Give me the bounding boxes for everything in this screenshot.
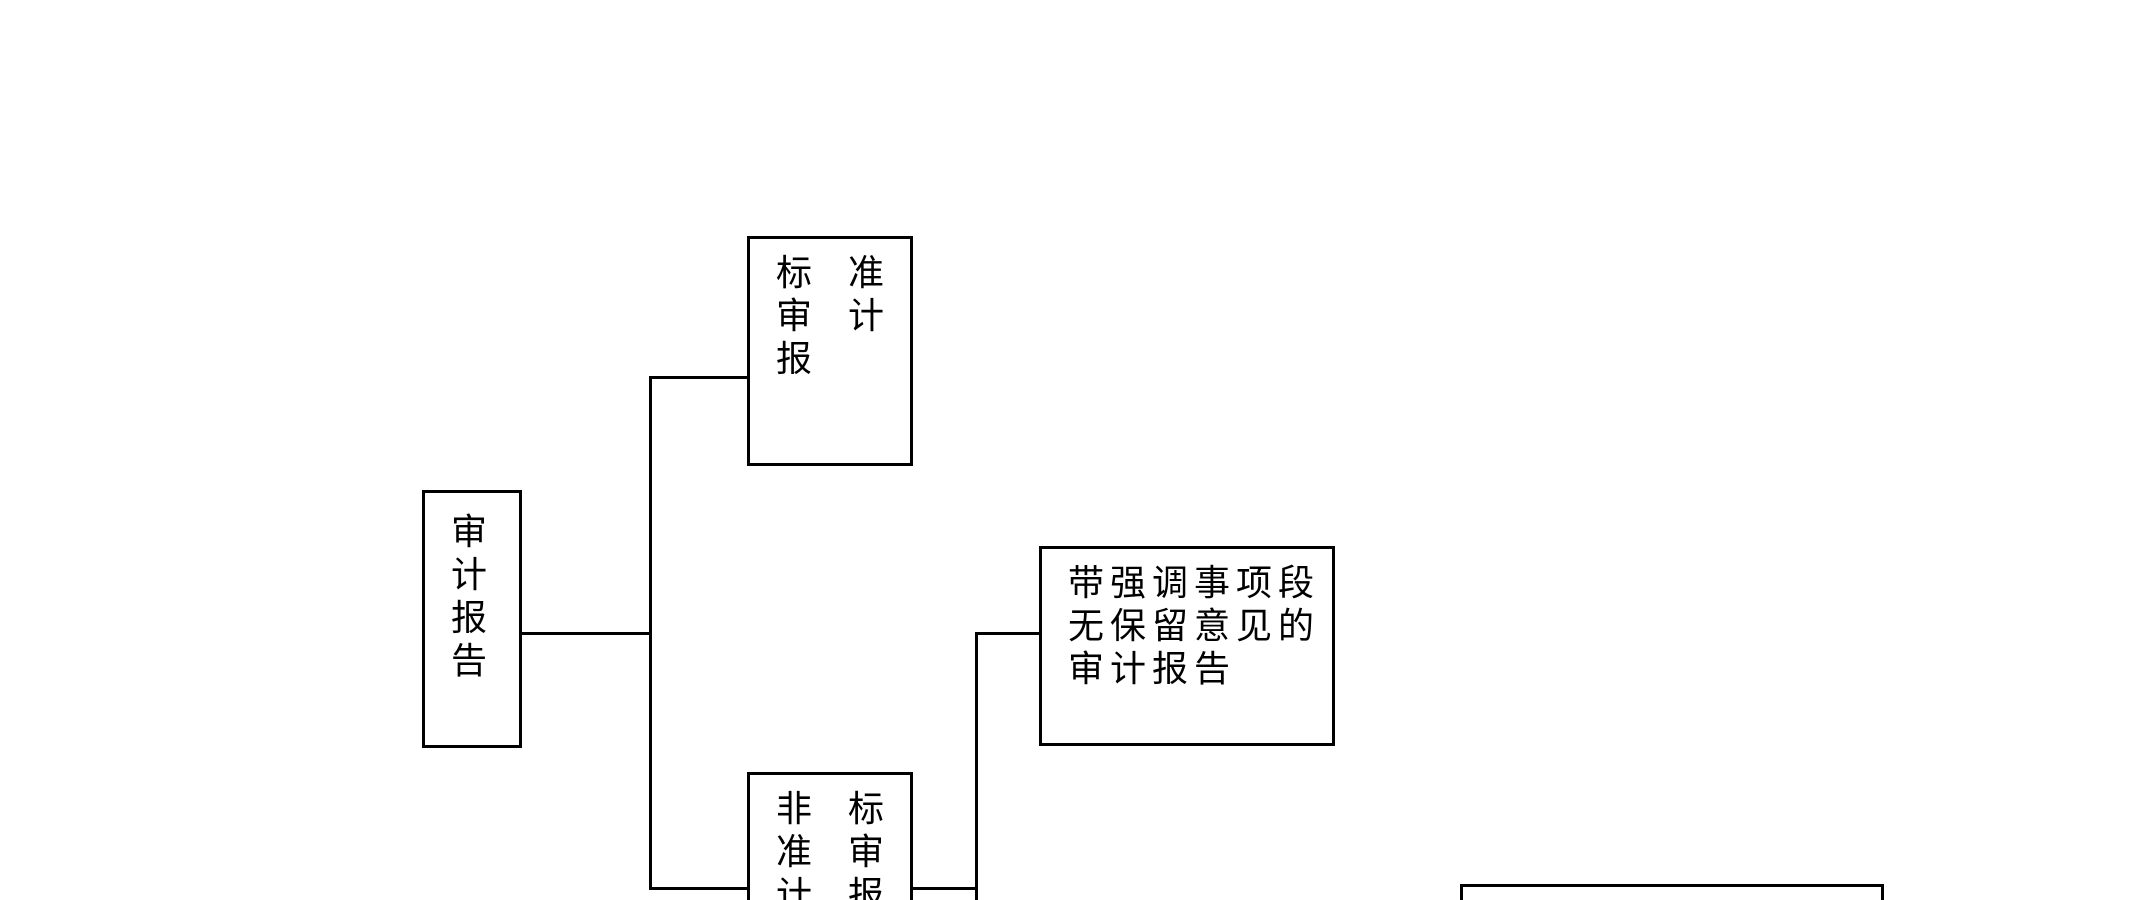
char: 报 (776, 339, 819, 380)
node-standard-audit-report: 标 准 审 计 报 (747, 236, 913, 466)
node-emphasis-unqualified-report-text: 带强调事项段无保留意见的审计报告 (1068, 563, 1321, 690)
node-nonstandard-audit-report: 非 标 准 审 计 报 (747, 772, 913, 900)
connector-branch-to-emphasis (975, 632, 1043, 635)
node-standard-audit-report-text: 标 准 审 计 报 (776, 252, 888, 381)
char: 告 (451, 641, 494, 682)
char: 非 (776, 789, 819, 830)
node-nonstandard-audit-report-text: 非 标 准 审 计 报 (776, 788, 888, 900)
connector-root-to-trunk (522, 632, 652, 635)
char: 准 (776, 832, 819, 873)
node-emphasis-unqualified-report: 带强调事项段无保留意见的审计报告 (1039, 546, 1335, 746)
connector-trunk-to-standard (649, 376, 751, 379)
char: 报 (848, 875, 891, 900)
char: 计 (451, 555, 494, 596)
connector-nonstandard-to-branch (913, 887, 978, 890)
char: 审 (451, 512, 494, 553)
char: 计 (848, 296, 891, 337)
branch-vertical (975, 632, 978, 900)
char: 审 (848, 832, 891, 873)
node-audit-report-text: 审 计 报 告 (451, 511, 495, 683)
node-partial-bottom-right (1460, 884, 1884, 900)
connector-trunk-to-nonstandard (649, 887, 751, 890)
char: 审 (776, 296, 819, 337)
char: 报 (451, 598, 494, 639)
char: 计 (776, 875, 819, 900)
node-audit-report: 审 计 报 告 (422, 490, 522, 748)
char: 标 (776, 253, 819, 294)
char: 准 (848, 253, 891, 294)
char: 标 (848, 789, 891, 830)
trunk-vertical (649, 376, 652, 890)
